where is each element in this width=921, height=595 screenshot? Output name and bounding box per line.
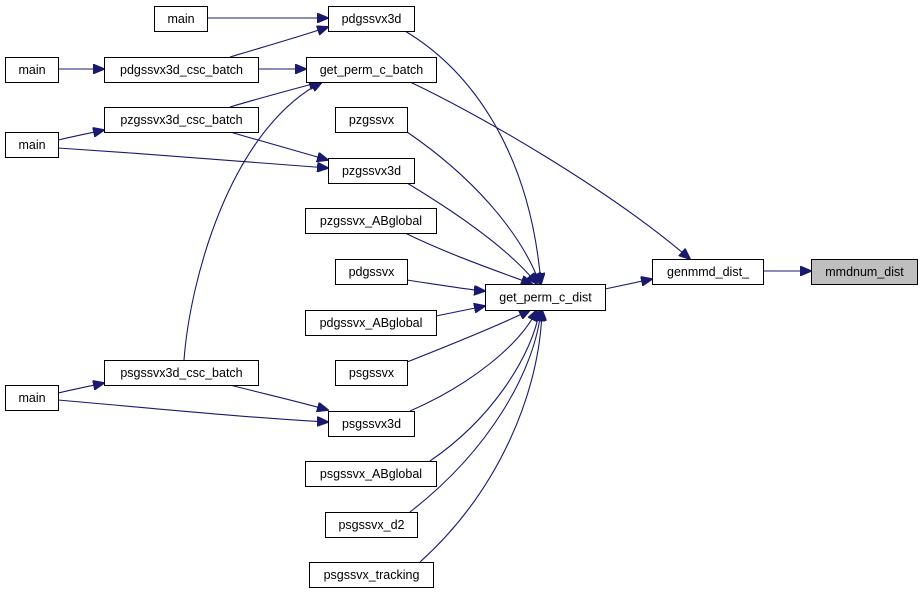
edge-pdgssvx_ABglobal-to-gpcd (435, 306, 485, 317)
node-pzgssvx3d_csc_batch[interactable]: pzgssvx3d_csc_batch (104, 107, 259, 133)
node-pdgssvx_ABglobal[interactable]: pdgssvx_ABglobal (305, 310, 437, 336)
node-genmmd[interactable]: genmmd_dist_ (652, 259, 764, 285)
node-pzgssvx3d[interactable]: pzgssvx3d (328, 158, 415, 184)
node-label: psgssvx_tracking (324, 568, 420, 582)
node-box[interactable] (309, 562, 434, 588)
node-box[interactable] (104, 360, 259, 386)
edge-pdgssvx3d_csc_batch-to-pdgssvx3d (229, 27, 328, 58)
node-label: pdgssvx3d (342, 12, 402, 26)
edge-pdgssvx-to-gpcd (406, 279, 485, 291)
edge-main3-to-pzgssvx3d_csc_batch (57, 130, 104, 141)
node-label: pdgssvx_ABglobal (320, 316, 423, 330)
node-psgssvx_ABglobal[interactable]: psgssvx_ABglobal (305, 461, 437, 487)
edge-psgssvx_d2-to-gpcd (409, 310, 541, 513)
node-label: pzgssvx3d (342, 164, 401, 178)
edge-pzgssvx_ABglobal-to-gpcd (404, 232, 532, 284)
edge-gpcd-to-genmmd (604, 279, 652, 290)
node-label: get_perm_c_dist (499, 291, 592, 305)
edge-gpcb-to-genmmd (409, 81, 690, 259)
node-label: main (18, 63, 45, 77)
node-box[interactable] (328, 411, 415, 437)
node-main4[interactable]: main (5, 385, 59, 411)
node-box[interactable] (328, 158, 415, 184)
node-box[interactable] (325, 512, 418, 538)
node-box[interactable] (652, 259, 764, 285)
edges-layer (57, 18, 811, 563)
edge-psgssvx3d-to-gpcd (409, 310, 537, 412)
node-psgssvx3d[interactable]: psgssvx3d (328, 411, 415, 437)
node-psgssvx[interactable]: psgssvx (335, 360, 408, 386)
node-label: pzgssvx (349, 113, 395, 127)
node-label: pzgssvx_ABglobal (320, 214, 422, 228)
node-box[interactable] (335, 360, 408, 386)
node-box[interactable] (5, 57, 59, 83)
node-label: main (18, 138, 45, 152)
edge-main4-to-psgssvx3d_csc_batch (57, 383, 104, 394)
node-label: main (18, 391, 45, 405)
node-label: psgssvx_d2 (338, 518, 404, 532)
edge-pzgssvx3d-to-gpcd (406, 182, 537, 284)
node-label: genmmd_dist_ (667, 265, 750, 279)
edge-psgssvx_tracking-to-gpcd (419, 310, 542, 563)
edge-psgssvx-to-gpcd (406, 310, 530, 363)
node-gpcb[interactable]: get_perm_c_batch (306, 57, 437, 83)
node-main2[interactable]: main (5, 57, 59, 83)
edge-psgssvx3d_csc_batch-to-gpcb (183, 82, 322, 361)
edge-psgssvx_ABglobal-to-gpcd (429, 310, 540, 462)
node-pdgssvx[interactable]: pdgssvx (335, 259, 408, 285)
edge-pdgssvx3d-to-gpcd (404, 30, 541, 284)
node-box[interactable] (328, 6, 415, 32)
node-pdgssvx3d_csc_batch[interactable]: pdgssvx3d_csc_batch (104, 57, 259, 83)
nodes-layer: mmdnum_dist genmmd_dist_ get_perm_c_dist ge… (5, 6, 918, 588)
node-psgssvx_tracking[interactable]: psgssvx_tracking (309, 562, 434, 588)
edge-main4-to-psgssvx3d (57, 399, 328, 422)
node-box[interactable] (811, 259, 918, 285)
node-label: mmdnum_dist (825, 265, 904, 279)
edge-main3-to-pzgssvx3d (57, 147, 328, 168)
node-label: psgssvx_ABglobal (320, 467, 422, 481)
node-box[interactable] (5, 132, 59, 158)
node-pzgssvx[interactable]: pzgssvx (335, 107, 408, 133)
node-psgssvx_d2[interactable]: psgssvx_d2 (325, 512, 418, 538)
node-label: psgssvx3d (342, 417, 401, 431)
node-box[interactable] (305, 461, 437, 487)
node-label: psgssvx3d_csc_batch (120, 366, 242, 380)
edge-pzgssvx-to-gpcd (406, 131, 540, 284)
node-pdgssvx3d[interactable]: pdgssvx3d (328, 6, 415, 32)
node-label: get_perm_c_batch (320, 63, 424, 77)
node-box[interactable] (335, 259, 408, 285)
node-label: main (167, 12, 194, 26)
node-label: pzgssvx3d_csc_batch (120, 113, 242, 127)
node-psgssvx3d_csc_batch[interactable]: psgssvx3d_csc_batch (104, 360, 259, 386)
node-box[interactable] (305, 208, 437, 234)
node-mmdnum[interactable]: mmdnum_dist (811, 259, 918, 285)
node-label: pdgssvx (349, 265, 396, 279)
node-box[interactable] (485, 284, 606, 311)
node-box[interactable] (154, 6, 208, 32)
node-gpcd[interactable]: get_perm_c_dist (485, 284, 606, 311)
edge-pzgssvx3d_csc_batch-to-pzgssvx3d (229, 131, 328, 160)
edge-pzgssvx3d_csc_batch-to-gpcb (229, 82, 320, 108)
node-label: psgssvx (349, 366, 395, 380)
node-label: pdgssvx3d_csc_batch (120, 63, 243, 77)
node-main3[interactable]: main (5, 132, 59, 158)
node-box[interactable] (104, 107, 259, 133)
node-box[interactable] (5, 385, 59, 411)
node-box[interactable] (306, 57, 437, 83)
edge-psgssvx3d_csc_batch-to-psgssvx3d (229, 384, 328, 410)
node-pzgssvx_ABglobal[interactable]: pzgssvx_ABglobal (305, 208, 437, 234)
node-box[interactable] (305, 310, 437, 336)
node-main1[interactable]: main (154, 6, 208, 32)
node-box[interactable] (104, 57, 259, 83)
node-box[interactable] (335, 107, 408, 133)
